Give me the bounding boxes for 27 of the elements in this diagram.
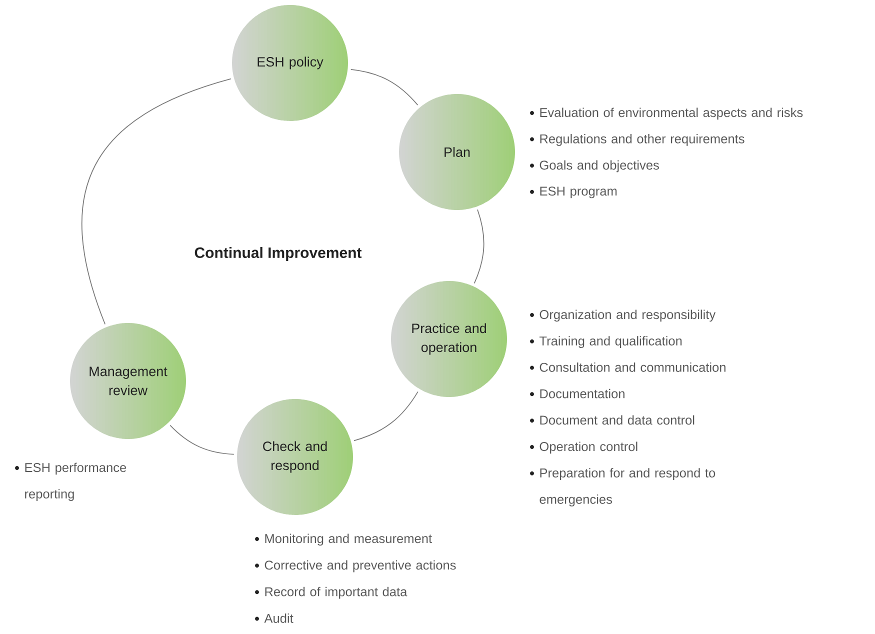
node-label: Management review — [90, 366, 168, 396]
bullet-item: Goals and objectives — [530, 160, 659, 172]
center-heading: Continual Improvement — [194, 247, 362, 261]
bullet-item: Organization and responsibility — [530, 310, 716, 322]
node-label: Practice and operation — [412, 323, 486, 355]
connector-arc — [82, 78, 232, 325]
bullet-item: Operation control — [530, 442, 638, 454]
bullet-item: Monitoring and measurement — [255, 534, 432, 546]
connector-arc — [354, 391, 418, 442]
bullet-item: Audit — [255, 614, 294, 623]
node-label: Plan — [444, 147, 470, 157]
bullet-item: Regulations and other requirements — [530, 134, 744, 146]
node-label: ESH policy — [258, 56, 324, 70]
bullet-item: Document and data control — [530, 415, 694, 425]
node-label: Check and respond — [263, 441, 327, 473]
bullet-item: ESH program — [530, 186, 617, 198]
connector-arc — [474, 209, 484, 284]
bullet-item: Preparation for and respond to emergencies — [530, 468, 716, 506]
bullet-item: ESH performance reporting — [15, 462, 126, 501]
connector-arc — [170, 424, 234, 455]
bullet-item: Consultation and communication — [530, 362, 726, 372]
bullet-item: Training and qualification — [530, 336, 682, 348]
bullet-item: Record of important data — [255, 586, 408, 599]
bullet-item: Documentation — [530, 388, 624, 398]
bullet-item: Corrective and preventive actions — [255, 560, 456, 572]
connector-arc — [350, 69, 418, 106]
bullet-item: Evaluation of environmental aspects and risks — [530, 108, 803, 120]
